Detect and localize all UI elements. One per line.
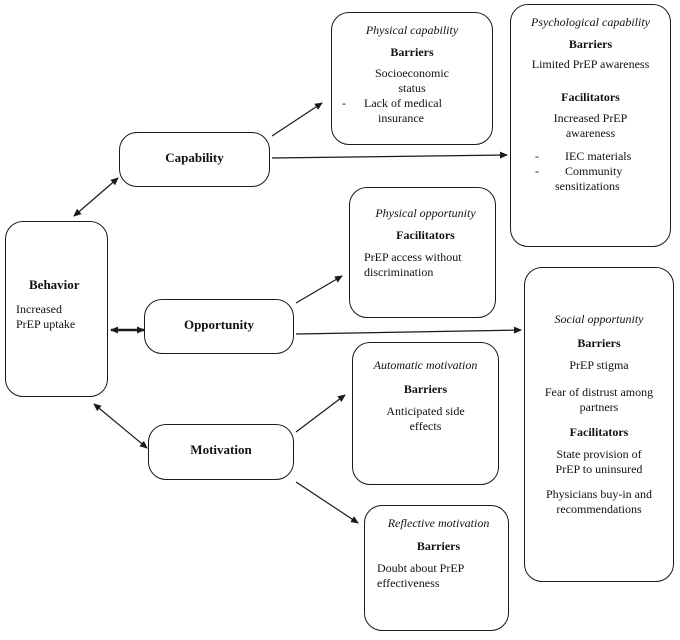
- physical-capability-box: Physical capability Barriers Socioeconom…: [331, 12, 493, 145]
- physical-capability-heading: Physical capability: [365, 23, 459, 37]
- physical-capability-line2: status: [398, 81, 426, 95]
- psychological-capability-bullet1: - IEC materials: [511, 149, 670, 164]
- capability-box: Capability: [119, 132, 270, 187]
- behavior-text-line1: Increased: [16, 302, 62, 317]
- behavior-title: Behavior: [29, 277, 80, 292]
- reflective-motivation-heading: Reflective motivation: [387, 516, 490, 530]
- social-opportunity-facilitator2-line2: recommendations: [556, 502, 642, 516]
- automatic-motivation-heading: Automatic motivation: [373, 358, 478, 372]
- physical-capability-barriers-label: Barriers: [390, 45, 434, 59]
- bullet-dash: -: [535, 149, 539, 163]
- motivation-box: Motivation: [148, 424, 294, 480]
- opportunity-social-arrow: [295, 326, 522, 335]
- physical-opportunity-line1: PrEP access without: [364, 250, 462, 264]
- automatic-motivation-line1: Anticipated side: [386, 404, 465, 418]
- physical-opportunity-line2: discrimination: [364, 265, 434, 279]
- psychological-capability-facilitator-line1: Increased PrEP: [553, 111, 628, 125]
- psychological-capability-bullet2-line2: sensitizations: [555, 179, 620, 193]
- psychological-capability-barriers-label: Barriers: [568, 37, 613, 51]
- social-opportunity-box: Social opportunity Barriers PrEP stigma …: [524, 267, 674, 582]
- social-opportunity-barrier2-line2: partners: [579, 400, 619, 414]
- bullet-dash: -: [342, 96, 346, 110]
- social-opportunity-barrier1: PrEP stigma: [569, 358, 629, 372]
- behavior-box: Behavior Increased PrEP uptake: [5, 221, 108, 397]
- social-opportunity-facilitator2-line1: Physicians buy-in and: [546, 487, 652, 501]
- physical-opportunity-heading: Physical opportunity: [375, 206, 476, 220]
- psychological-capability-barrier1: Limited PrEP awareness: [531, 57, 650, 71]
- behavior-capability-arrow: [73, 177, 119, 217]
- physical-capability-bullet-line2: insurance: [378, 111, 424, 125]
- reflective-motivation-barriers-label: Barriers: [416, 539, 461, 553]
- automatic-motivation-line2: effects: [409, 419, 442, 433]
- motivation-automatic-arrow: [295, 394, 346, 433]
- psychological-capability-bullet2: - Community sensitizations: [511, 164, 670, 194]
- physical-opportunity-box: Physical opportunity Facilitators PrEP a…: [349, 187, 496, 318]
- physical-capability-line1: Socioeconomic: [375, 66, 449, 80]
- social-opportunity-barrier2-line1: Fear of distrust among: [544, 385, 654, 399]
- psychological-capability-bullet1-text: IEC materials: [565, 149, 632, 163]
- social-opportunity-facilitator1-line1: State provision of: [556, 447, 642, 461]
- psychological-capability-bullet2-line1: Community: [565, 164, 623, 178]
- opportunity-label: Opportunity: [183, 317, 255, 332]
- reflective-motivation-line1: Doubt about PrEP: [377, 561, 465, 575]
- physical-opportunity-facilitators-label: Facilitators: [396, 228, 455, 242]
- behavior-text-line2: PrEP uptake: [16, 317, 76, 332]
- social-opportunity-facilitator1-line2: PrEP to uninsured: [555, 462, 643, 476]
- psychological-capability-facilitator-line2: awareness: [565, 126, 616, 140]
- psychological-capability-heading: Psychological capability: [531, 15, 650, 29]
- capability-physical-arrow: [271, 102, 323, 137]
- capability-psychological-arrow: [271, 151, 508, 159]
- reflective-motivation-line2: effectiveness: [377, 576, 440, 590]
- psychological-capability-box: Psychological capability Barriers Limite…: [510, 4, 671, 247]
- opportunity-physical-arrow: [295, 275, 343, 304]
- motivation-label: Motivation: [190, 442, 252, 457]
- physical-capability-bullet-line1: Lack of medical: [364, 96, 442, 110]
- physical-capability-bullet: - Lack of medical insurance: [302, 96, 492, 126]
- automatic-motivation-barriers-label: Barriers: [403, 382, 448, 396]
- social-opportunity-heading: Social opportunity: [554, 312, 644, 326]
- bullet-dash: -: [535, 164, 539, 178]
- opportunity-box: Opportunity: [144, 299, 294, 354]
- behavior-motivation-arrow: [93, 403, 148, 449]
- motivation-reflective-arrow: [295, 481, 359, 524]
- reflective-motivation-box: Reflective motivation Barriers Doubt abo…: [364, 505, 509, 631]
- social-opportunity-barriers-label: Barriers: [577, 336, 621, 350]
- social-opportunity-facilitators-label: Facilitators: [569, 425, 629, 439]
- capability-label: Capability: [165, 150, 224, 165]
- psychological-capability-facilitators-label: Facilitators: [561, 90, 620, 104]
- automatic-motivation-box: Automatic motivation Barriers Anticipate…: [352, 342, 499, 485]
